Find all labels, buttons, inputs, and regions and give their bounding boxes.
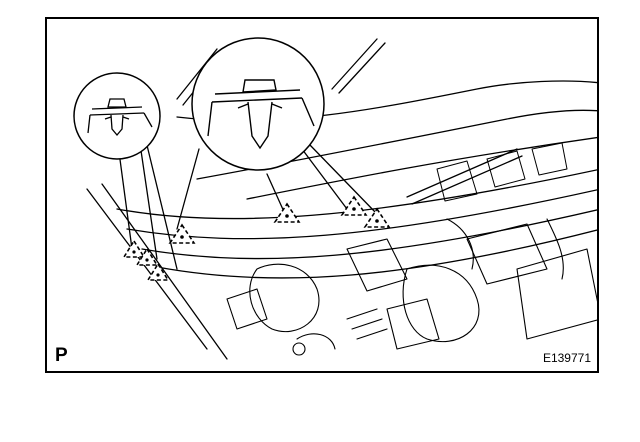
large-clip-detail	[191, 37, 325, 171]
clip-icon	[207, 79, 315, 150]
dashed-triangle-icon	[363, 207, 391, 228]
clip-markers	[122, 195, 391, 281]
dashed-triangle-icon	[168, 223, 196, 244]
engine-bay-illustration	[73, 37, 597, 360]
figure-id: E139771	[542, 351, 591, 365]
clip-icon	[87, 98, 153, 137]
dashed-triangle-icon	[122, 239, 146, 258]
wiper-arm	[406, 148, 523, 205]
engine-components	[226, 218, 597, 356]
dashed-triangle-icon	[146, 262, 170, 281]
hood-support-rod	[331, 38, 386, 94]
corner-label: P	[55, 345, 68, 366]
dashed-triangle-icon	[340, 195, 368, 216]
dashed-triangle-icon	[135, 247, 159, 266]
dashed-triangle-icon	[273, 202, 301, 223]
illustration-frame: P E139771	[45, 17, 599, 373]
small-clip-detail	[73, 72, 161, 160]
